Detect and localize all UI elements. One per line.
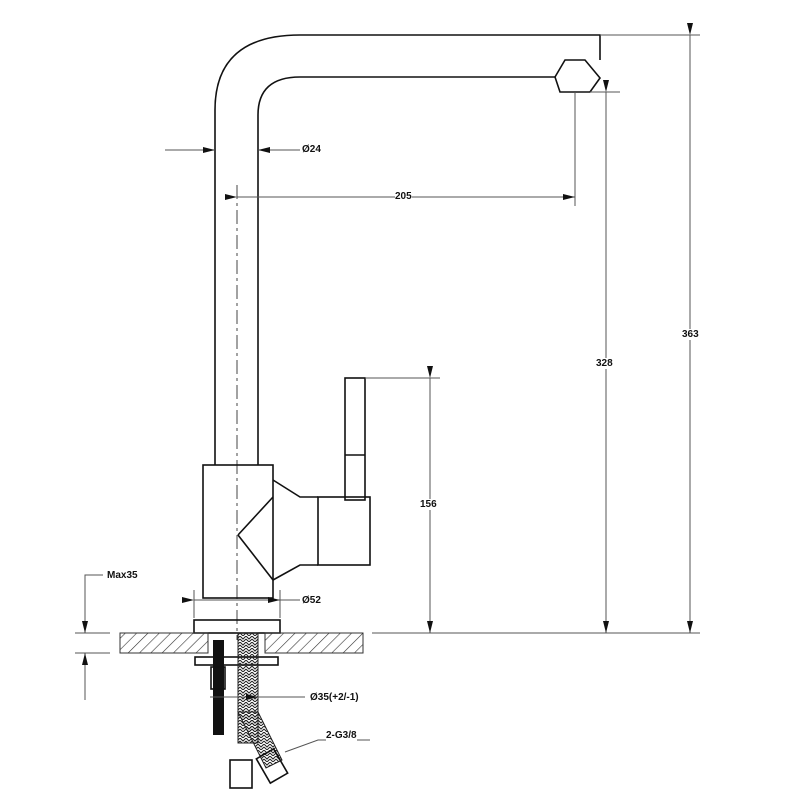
dim-max-counter-thickness: Max35 (107, 570, 138, 581)
dim-hose-connection: 2-G3/8 (326, 730, 357, 741)
dim-spout-diameter: Ø24 (302, 144, 321, 155)
hoses-and-bolt (210, 632, 289, 789)
faucet-body (193, 377, 371, 634)
dim-spout-height: 328 (596, 358, 613, 369)
dim-total-height: 363 (682, 329, 699, 340)
dim-handle-height: 156 (420, 499, 437, 510)
countertop (75, 632, 700, 666)
spout (214, 34, 602, 640)
dim-body-diameter: Ø52 (302, 595, 321, 606)
dim-mounting-hole: Ø35(+2/-1) (310, 692, 359, 703)
dim-spout-reach: 205 (395, 191, 412, 202)
